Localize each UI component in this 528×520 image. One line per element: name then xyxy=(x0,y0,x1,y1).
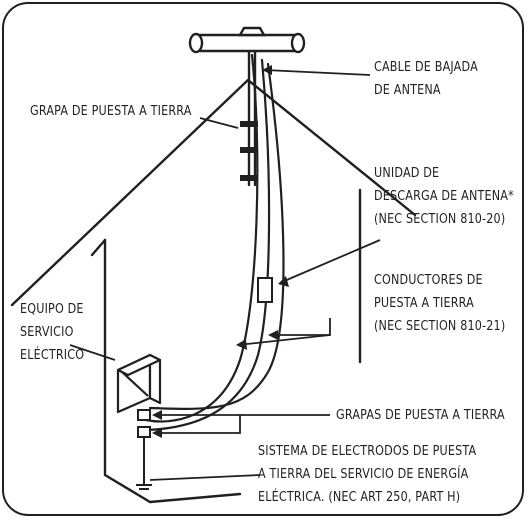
arrow-clamps xyxy=(152,410,162,420)
electric-service-box xyxy=(116,353,162,414)
arrow-clamps-2 xyxy=(152,428,162,438)
label-lead-in-cable: CABLE DE BAJADA DE ANTENA xyxy=(374,60,478,98)
arrow-conductors-2 xyxy=(236,339,247,350)
grounding-conductor-b xyxy=(148,62,285,410)
leader-clamps-2 xyxy=(155,415,241,434)
lead-in-cable xyxy=(144,53,259,423)
mast-ground-clamps xyxy=(240,121,258,181)
antenna-icon xyxy=(188,26,306,54)
label-ground-clamps: GRAPAS DE PUESTA A TIERRA xyxy=(336,408,505,423)
leader-clamp xyxy=(199,117,239,129)
diagram-frame xyxy=(2,2,524,516)
house-left-wall xyxy=(103,238,152,504)
grounding-conductor-a xyxy=(146,58,271,432)
arrow-cable xyxy=(262,65,272,75)
arrow-conductors xyxy=(268,330,278,340)
leader-conductors-2 xyxy=(237,334,331,346)
label-discharge-unit: UNIDAD DE DESCARGA DE ANTENA* (NEC SECTI… xyxy=(374,166,514,227)
leader-cable xyxy=(264,69,371,76)
label-electric-service: EQUIPO DE SERVICIO ELÉCTRICO xyxy=(20,302,85,363)
label-grounding-conductors: CONDUCTORES DE PUESTA A TIERRA (NEC SECT… xyxy=(374,273,506,334)
roof-eave-left xyxy=(90,238,107,257)
ground-line xyxy=(148,492,242,504)
label-ground-clamp: GRAPA DE PUESTA A TIERRA xyxy=(30,104,192,119)
arrow-discharge xyxy=(278,276,289,287)
lower-ground-clamps xyxy=(137,409,151,438)
discharge-unit-box xyxy=(257,277,273,303)
leader-electrode xyxy=(149,474,261,481)
label-electrode-system: SISTEMA DE ELECTRODOS DE PUESTA A TIERRA… xyxy=(258,444,477,505)
earth-ground-icon xyxy=(136,484,152,490)
leader-discharge xyxy=(281,239,381,283)
leader-service xyxy=(69,344,116,361)
